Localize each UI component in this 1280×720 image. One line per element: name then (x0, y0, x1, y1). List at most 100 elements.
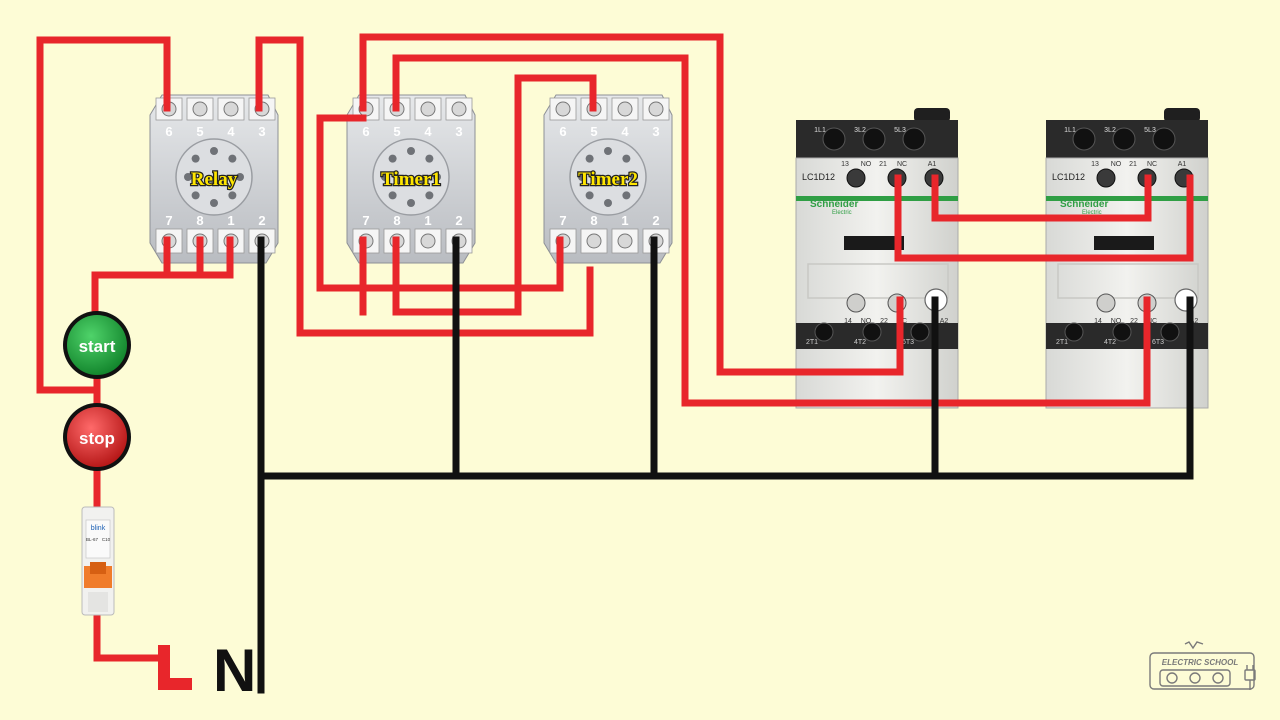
screw-head (420, 233, 436, 249)
power-screw (862, 322, 882, 342)
octal-hole (407, 199, 415, 207)
pin-label: 3 (652, 124, 659, 139)
aux-label: NO (1111, 318, 1122, 325)
octal-hole (236, 173, 244, 181)
pin-label: 7 (165, 213, 172, 228)
aux-label: NC (897, 161, 907, 168)
pin-label: 3 (258, 124, 265, 139)
electric-school-logo: ELECTRIC SCHOOL (1149, 641, 1256, 690)
pin-label: 4 (621, 124, 629, 139)
live-wires (36, 33, 1194, 662)
octal-hole (585, 191, 594, 200)
wire-timer2-5 (392, 74, 597, 316)
aux-screw (846, 168, 866, 188)
supply-neutral-label: N (213, 637, 256, 704)
pin-label: 3 (455, 124, 462, 139)
aux-label: 22 (880, 318, 888, 325)
terminal-label: 6T3 (902, 339, 914, 346)
pin-label: 6 (165, 124, 172, 139)
start-button[interactable]: start (63, 311, 131, 379)
pin-label: 7 (362, 213, 369, 228)
screw-head (617, 233, 633, 249)
screw-head (586, 233, 602, 249)
coil-terminal (1174, 288, 1198, 312)
octal-hole (191, 154, 200, 163)
pin-label: 8 (196, 213, 203, 228)
octal-hole (585, 154, 594, 163)
power-screw (1072, 127, 1096, 151)
aux-label: NC (1147, 318, 1157, 325)
wire-breaker-L (93, 608, 169, 662)
wire-relay3-contactor (255, 36, 594, 337)
logo-text: ELECTRIC SCHOOL (1162, 658, 1239, 667)
wire-relay6-start (36, 36, 171, 394)
breaker-rating: C10 (102, 537, 111, 542)
octal-hole (578, 173, 586, 181)
pin-label: 1 (621, 213, 628, 228)
octal-hole (228, 191, 237, 200)
breaker-model: BL-67 (86, 537, 99, 542)
aux-screw (846, 293, 866, 313)
octal-hole (210, 147, 218, 155)
pin-label: 7 (559, 213, 566, 228)
power-screw (1064, 322, 1084, 342)
socket-label: Timer2 (578, 169, 638, 190)
supply-live: L (158, 645, 192, 690)
aux-label: 14 (844, 318, 852, 325)
screw-terminal (642, 228, 670, 254)
aux-label: A1 (1178, 161, 1187, 168)
terminal-label: 4T2 (854, 339, 866, 346)
octal-hole (622, 154, 631, 163)
screw-head (617, 101, 633, 117)
screw-head (555, 101, 571, 117)
power-screw (1112, 322, 1132, 342)
terminal-label: 1L1 (814, 127, 826, 134)
octal-hole (630, 173, 638, 181)
plug-icon (1244, 665, 1256, 690)
wire-relay-bottom (91, 236, 171, 326)
aux-label: A2 (1190, 318, 1199, 325)
neutral-wires (257, 236, 1194, 694)
terminal-label: 1L1 (1064, 127, 1076, 134)
pin-label: 2 (652, 213, 659, 228)
pin-label: 4 (424, 124, 432, 139)
pin-label: 2 (258, 213, 265, 228)
front-panel (807, 263, 949, 299)
wire-c1-a1-to-c2-nc (931, 174, 1152, 222)
model-label: LC1D12 (1052, 172, 1085, 182)
octal-hole (425, 191, 434, 200)
aux-screw (1096, 168, 1116, 188)
brand-sub: Electric (1082, 210, 1102, 216)
wire-timer1-7 (316, 114, 564, 292)
aux-label: 13 (841, 161, 849, 168)
aux-label: NO (861, 161, 872, 168)
circuit-breaker: blink BL-67 C10 (81, 506, 115, 616)
power-screw (1112, 127, 1136, 151)
pin-label: 1 (424, 213, 431, 228)
pin-label: 5 (196, 124, 203, 139)
terminal-label: 5L3 (894, 127, 906, 134)
pin-label: 6 (559, 124, 566, 139)
screw-head (451, 101, 467, 117)
power-screw (1152, 127, 1176, 151)
octal-hole (388, 191, 397, 200)
terminal-label: 3L2 (1104, 127, 1116, 134)
aux-screw (1096, 293, 1116, 313)
socket-label: Relay (191, 169, 238, 190)
brand-stripe (796, 196, 958, 201)
octal-hole (381, 173, 389, 181)
octal-hole (604, 199, 612, 207)
wire-timer1-6 (359, 33, 904, 376)
terminal-label: 3L2 (854, 127, 866, 134)
power-screw (822, 127, 846, 151)
pin-label: 5 (590, 124, 597, 139)
stop-button[interactable]: stop (63, 403, 131, 471)
screw-head (192, 101, 208, 117)
power-screw (902, 127, 926, 151)
octal-hole (210, 199, 218, 207)
terminal-label: 2T1 (1056, 339, 1068, 346)
